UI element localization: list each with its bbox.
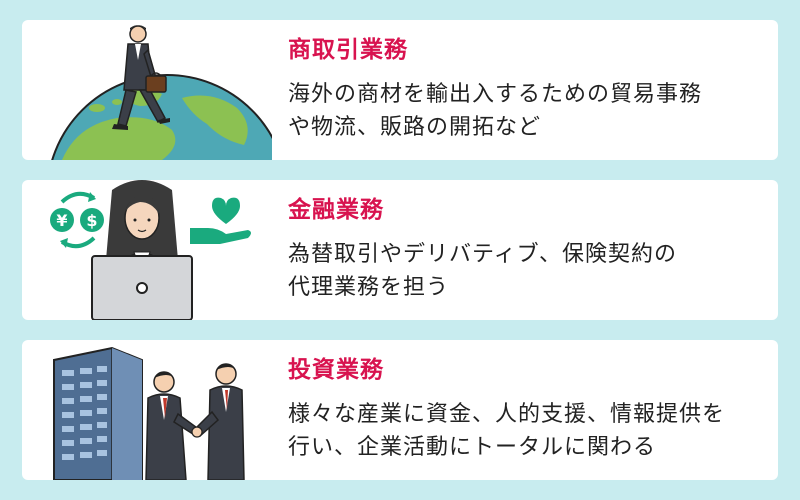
woman-at-laptop-with-currency-icons: ¥ $ [50, 180, 251, 320]
card-title: 商取引業務 [288, 37, 408, 63]
woman-laptop-illustration: ¥ $ [22, 180, 272, 320]
card-description-line: 為替取引やデリバティブ、保険契約の [288, 242, 678, 267]
card-description: 海外の商材を輸出入するための貿易事務 や物流、販路の開拓など [288, 78, 768, 144]
businessman-globe-illustration [22, 20, 272, 160]
card-title: 投資業務 [288, 357, 384, 383]
card-text: 投資業務 様々な産業に資金、人的支援、情報提供を 行い、企業活動にトータルに関わ… [288, 354, 768, 464]
card-description: 為替取引やデリバティブ、保険契約の 代理業務を担う [288, 238, 768, 304]
card-trade-business: 商取引業務 海外の商材を輸出入するための貿易事務 や物流、販路の開拓など [22, 20, 778, 160]
card-description: 様々な産業に資金、人的支援、情報提供を 行い、企業活動にトータルに関わる [288, 398, 768, 464]
card-description-line: 様々な産業に資金、人的支援、情報提供を [288, 402, 726, 427]
businessman-walking-on-globe-icon [51, 25, 272, 160]
card-text: 金融業務 為替取引やデリバティブ、保険契約の 代理業務を担う [288, 194, 768, 304]
card-description-line: 代理業務を担う [288, 275, 450, 300]
card-finance-business: ¥ $ 金融業務 為 [22, 180, 778, 320]
card-investment-business: 投資業務 様々な産業に資金、人的支援、情報提供を 行い、企業活動にトータルに関わ… [22, 340, 778, 480]
card-description-line: 海外の商材を輸出入するための貿易事務 [288, 82, 703, 107]
yen-icon: ¥ [56, 211, 67, 230]
building-handshake-illustration [22, 340, 272, 480]
card-description-line: 行い、企業活動にトータルに関わる [288, 435, 657, 460]
card-text: 商取引業務 海外の商材を輸出入するための貿易事務 や物流、販路の開拓など [288, 34, 768, 144]
building-and-handshake-icon [53, 346, 245, 480]
dollar-icon: $ [86, 211, 97, 230]
card-description-line: や物流、販路の開拓など [288, 115, 542, 140]
card-title: 金融業務 [288, 197, 384, 223]
